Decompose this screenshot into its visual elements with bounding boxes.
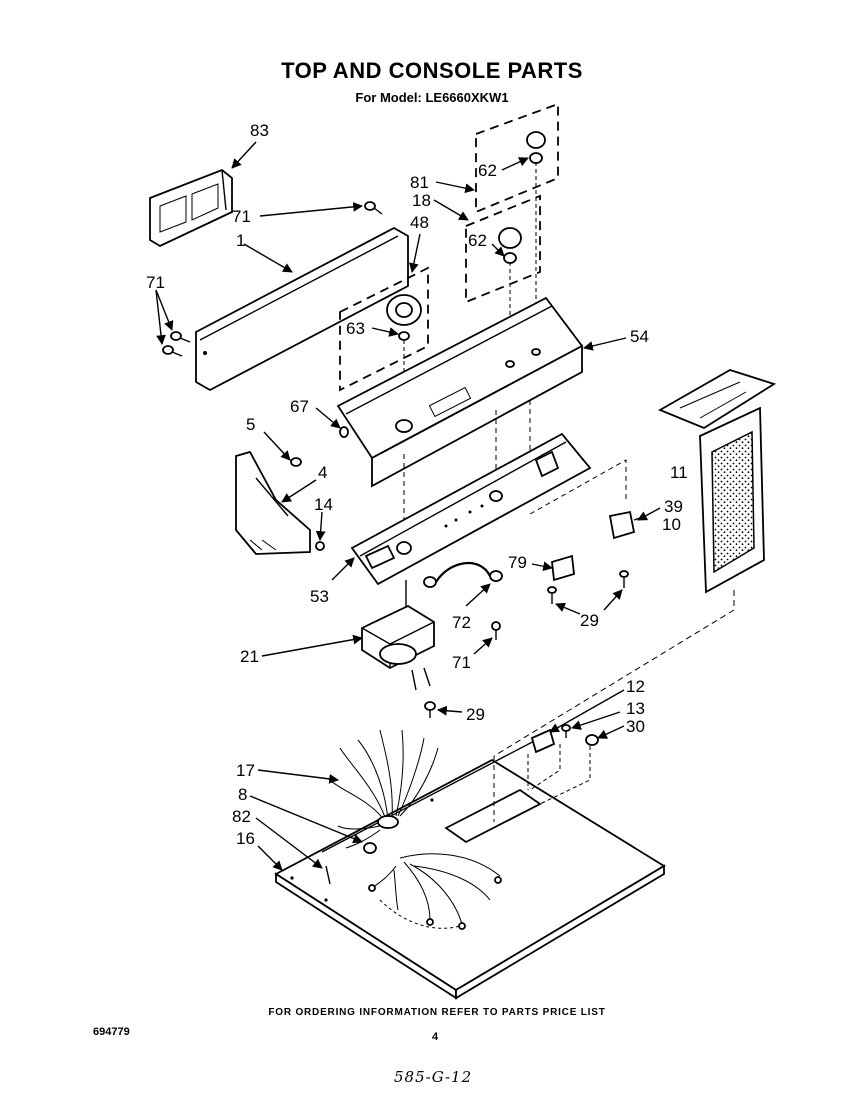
knob-18 bbox=[498, 227, 522, 264]
screw-67 bbox=[339, 426, 349, 438]
diagram-title: TOP AND CONSOLE PARTS bbox=[281, 58, 583, 83]
callout-10: 10 bbox=[662, 515, 681, 534]
part-11-lid bbox=[657, 369, 777, 430]
callout-1: 1 bbox=[236, 231, 245, 250]
part-83-bracket bbox=[149, 168, 233, 248]
screw-29-b bbox=[619, 570, 629, 588]
part-39-switch bbox=[608, 510, 641, 540]
callout-71-top: 71 bbox=[232, 207, 251, 226]
callout-14: 14 bbox=[314, 495, 333, 514]
model-subtitle: For Model: LE6660XKW1 bbox=[355, 90, 509, 105]
callout-29-bottom: 29 bbox=[466, 705, 485, 724]
part-30-screw bbox=[585, 734, 599, 746]
callout-71-left: 71 bbox=[146, 273, 165, 292]
screw-71-bottom bbox=[491, 621, 501, 640]
callout-5: 5 bbox=[246, 415, 255, 434]
leader-lines bbox=[155, 141, 661, 871]
callout-71-bottom: 71 bbox=[452, 653, 471, 672]
part-10-lint-filter bbox=[699, 406, 765, 594]
callout-62-top: 62 bbox=[478, 161, 497, 180]
part-12-clip bbox=[530, 728, 556, 754]
callout-72: 72 bbox=[452, 613, 471, 632]
knob-48 bbox=[386, 294, 422, 341]
callout-13: 13 bbox=[626, 699, 645, 718]
callout-54: 54 bbox=[630, 327, 649, 346]
ordering-note: FOR ORDERING INFORMATION REFER TO PARTS … bbox=[268, 1007, 606, 1018]
callout-79: 79 bbox=[508, 553, 527, 572]
callout-21: 21 bbox=[240, 647, 259, 666]
callout-48: 48 bbox=[410, 213, 429, 232]
part-1-panel bbox=[195, 226, 409, 392]
callout-63: 63 bbox=[346, 319, 365, 338]
part-13-screw bbox=[561, 724, 571, 738]
group-48-box bbox=[339, 266, 429, 392]
callout-8: 8 bbox=[238, 785, 247, 804]
callout-12: 12 bbox=[626, 677, 645, 696]
screw-5 bbox=[290, 457, 302, 467]
harness-lower bbox=[368, 853, 502, 930]
callout-53: 53 bbox=[310, 587, 329, 606]
callout-39: 39 bbox=[664, 497, 683, 516]
screw-71-top bbox=[364, 201, 383, 215]
callout-4: 4 bbox=[318, 463, 327, 482]
callout-11: 11 bbox=[670, 463, 688, 482]
screw-29-a bbox=[547, 586, 557, 604]
callout-67: 67 bbox=[290, 397, 309, 416]
callout-83: 83 bbox=[250, 121, 269, 140]
callout-81: 81 bbox=[410, 173, 429, 192]
screw-14 bbox=[315, 541, 325, 551]
callout-62-mid: 62 bbox=[468, 231, 487, 250]
part-82-clip bbox=[325, 865, 331, 885]
part-4-bracket bbox=[235, 450, 311, 555]
part-53-control-panel bbox=[350, 432, 592, 586]
knob-81 bbox=[526, 131, 546, 164]
callout-29-right: 29 bbox=[580, 611, 599, 630]
callout-16: 16 bbox=[236, 829, 255, 848]
group-18-box bbox=[465, 194, 541, 304]
page-number: 4 bbox=[432, 1031, 439, 1043]
part-54-console bbox=[336, 296, 584, 488]
callout-30: 30 bbox=[626, 717, 645, 736]
screw-29-c bbox=[424, 701, 436, 718]
part-16-top bbox=[274, 737, 666, 1000]
callout-82: 82 bbox=[232, 807, 251, 826]
screw-71-left-a bbox=[170, 331, 191, 343]
callout-17: 17 bbox=[236, 761, 255, 780]
handwritten-note: 585-G-12 bbox=[394, 1068, 473, 1086]
part-8-grommet bbox=[363, 842, 377, 854]
part-17-harness bbox=[329, 729, 439, 849]
document-number: 694779 bbox=[93, 1026, 130, 1038]
group-81-box bbox=[475, 102, 559, 214]
callout-18: 18 bbox=[412, 191, 431, 210]
part-72-wire bbox=[423, 561, 503, 588]
screw-71-left-b bbox=[162, 345, 183, 357]
part-79-switch bbox=[551, 554, 575, 582]
part-21-timer bbox=[361, 580, 435, 691]
